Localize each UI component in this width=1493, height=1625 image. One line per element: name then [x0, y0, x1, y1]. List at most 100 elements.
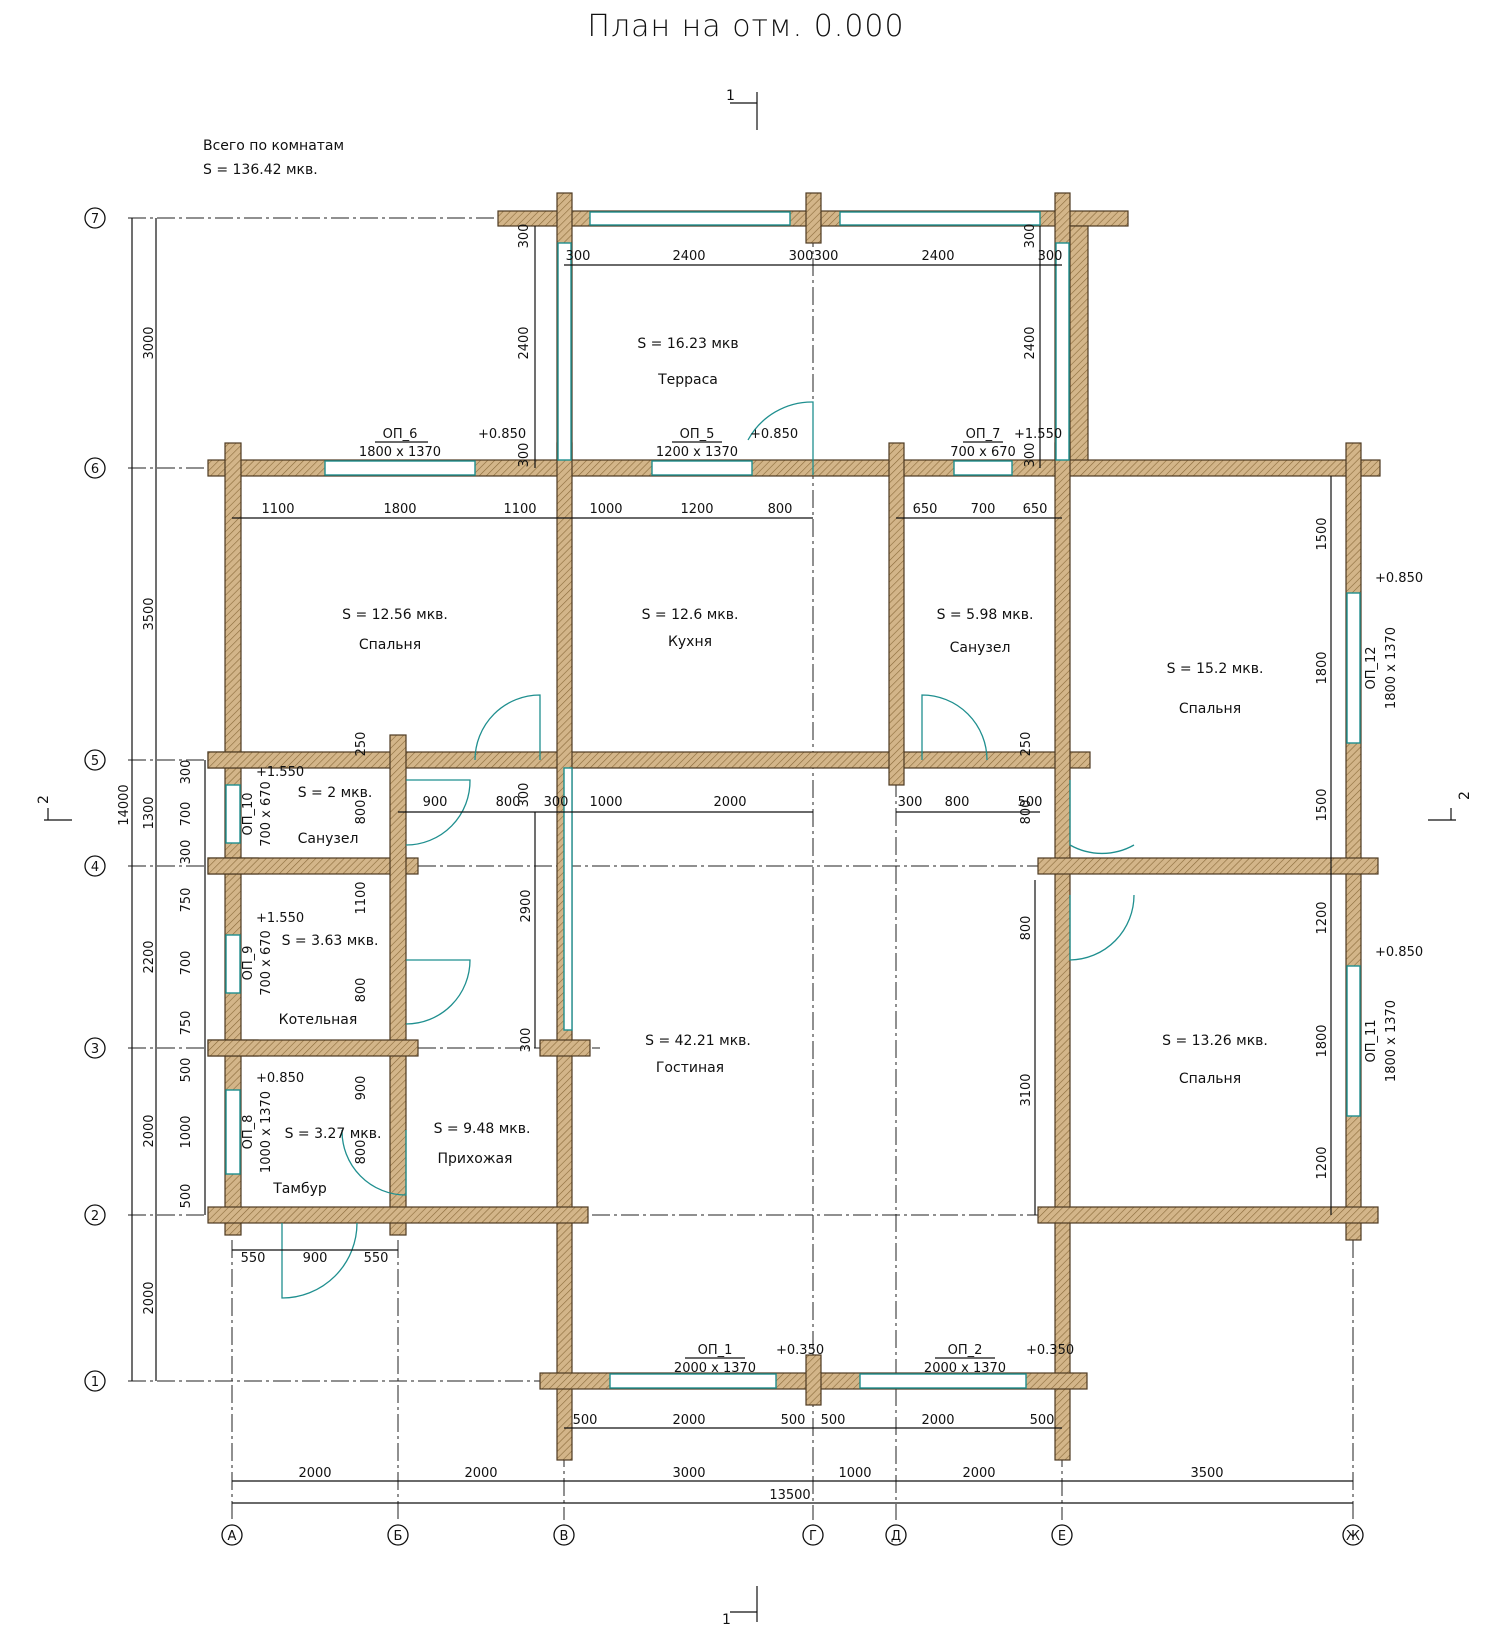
dim-misc: 800: [1019, 800, 1034, 825]
plan-title: План на отм. 0.000: [587, 9, 904, 44]
window-label-op1: ОП_1 2000 x 1370 +0.350: [674, 1343, 824, 1376]
window-label-op9: ОП_9 700 x 670 +1.550: [241, 911, 304, 996]
dim-misc: 3100: [1019, 1073, 1034, 1106]
svg-text:+1.550: +1.550: [1014, 427, 1062, 442]
svg-text:S = 9.48 мкв.: S = 9.48 мкв.: [434, 1121, 531, 1137]
dim-entry: 900: [303, 1251, 328, 1266]
svg-text:Гостиная: Гостиная: [656, 1060, 724, 1076]
dim-row6: 1100: [503, 502, 536, 517]
svg-text:1: 1: [722, 1612, 731, 1625]
svg-text:Б: Б: [394, 1529, 403, 1544]
svg-text:700 x 670: 700 x 670: [259, 781, 274, 847]
room-boiler: S = 3.63 мкв.Котельная: [279, 933, 379, 1028]
dim-bottom-axis: 1000: [838, 1466, 871, 1481]
dim-misc: 250: [354, 732, 369, 757]
dim-right-axis: 1500: [1315, 517, 1330, 550]
axis-bubble-4: 4: [84, 855, 106, 877]
dim-left-inner: 500: [179, 1184, 194, 1209]
dim-bottom-window: 2000: [921, 1413, 954, 1428]
dim-bottom-axis: 2000: [962, 1466, 995, 1481]
svg-text:S = 13.26 мкв.: S = 13.26 мкв.: [1162, 1033, 1268, 1049]
dim-row5: 2000: [713, 795, 746, 810]
dim-terrace: 300: [566, 249, 591, 264]
dim-left-inner: 750: [179, 888, 194, 913]
room-bathroom-2: S = 2 мкв.Санузел: [298, 785, 373, 847]
svg-text:+1.550: +1.550: [256, 911, 304, 926]
svg-text:2: 2: [91, 1209, 99, 1224]
doors: [281, 401, 1135, 1299]
svg-text:+1.550: +1.550: [256, 765, 304, 780]
axis-bubble-7: 7: [84, 207, 106, 229]
dim-right-axis: 1800: [1315, 1024, 1330, 1057]
dim-row6: 1800: [383, 502, 416, 517]
svg-text:Кухня: Кухня: [668, 634, 712, 650]
dim-terrace-side: 2400: [517, 326, 532, 359]
svg-text:ОП_11: ОП_11: [1364, 1019, 1379, 1062]
svg-text:В: В: [560, 1529, 569, 1544]
dim-right-axis: 1200: [1315, 1146, 1330, 1179]
dim-row6: 650: [913, 502, 938, 517]
window-label-op11: ОП_11 1800 x 1370 +0.850: [1364, 945, 1423, 1082]
dim-left-inner: 700: [179, 802, 194, 827]
dim-terrace-side: 300: [1023, 224, 1038, 249]
dim-misc: 300: [519, 1028, 534, 1053]
svg-text:S = 5.98 мкв.: S = 5.98 мкв.: [937, 607, 1034, 623]
svg-text:1200 x 1370: 1200 x 1370: [656, 445, 738, 460]
svg-text:Спальня: Спальня: [1179, 1071, 1241, 1087]
dim-left-inner: 300: [179, 760, 194, 785]
svg-text:Д: Д: [891, 1529, 901, 1544]
svg-text:S = 15.2 мкв.: S = 15.2 мкв.: [1167, 661, 1264, 677]
svg-text:А: А: [228, 1529, 237, 1544]
svg-text:ОП_5: ОП_5: [680, 427, 715, 442]
svg-text:5: 5: [91, 754, 99, 769]
svg-text:Санузел: Санузел: [298, 831, 359, 847]
window-label-op12: ОП_12 1800 x 1370 +0.850: [1364, 571, 1423, 709]
summary-label: Всего по комнатам: [203, 138, 344, 154]
dim-right-axis: 1200: [1315, 901, 1330, 934]
dim-bottom-window: 500: [781, 1413, 806, 1428]
dim-right-axis: 1800: [1315, 651, 1330, 684]
svg-text:+0.850: +0.850: [1375, 571, 1423, 586]
svg-text:700 x 670: 700 x 670: [259, 930, 274, 996]
svg-text:1: 1: [726, 88, 735, 104]
svg-text:2: 2: [1457, 791, 1473, 800]
room-bathroom-1: S = 5.98 мкв.Санузел: [937, 607, 1034, 656]
room-living: S = 42.21 мкв.Гостиная: [645, 1033, 751, 1076]
svg-text:2000 x 1370: 2000 x 1370: [674, 1361, 756, 1376]
dim-terrace-side: 300: [1023, 443, 1038, 468]
svg-text:+0.350: +0.350: [1026, 1343, 1074, 1358]
axis-bubble-6: 6: [84, 457, 106, 479]
svg-text:ОП_1: ОП_1: [698, 1343, 733, 1358]
dim-terrace: 300: [1038, 249, 1063, 264]
dim-row6: 1100: [261, 502, 294, 517]
axis-bubble-5: 5: [84, 749, 106, 771]
svg-text:+0.350: +0.350: [776, 1343, 824, 1358]
windows: [225, 211, 1361, 1389]
svg-text:4: 4: [91, 860, 99, 875]
axis-bubble-a: А: [221, 1524, 243, 1546]
dim-bottom-axis: 2000: [298, 1466, 331, 1481]
dim-terrace: 300: [789, 249, 814, 264]
dim-bottom-window: 2000: [672, 1413, 705, 1428]
svg-text:S = 3.63 мкв.: S = 3.63 мкв.: [282, 933, 379, 949]
svg-text:2: 2: [36, 795, 52, 804]
room-bedroom-3: S = 13.26 мкв. Спальня: [1162, 1033, 1268, 1087]
window-label-op2: ОП_2 2000 x 1370 +0.350: [924, 1343, 1074, 1376]
window-label-op8: ОП_8 1000 x 1370 +0.850: [241, 1071, 304, 1173]
svg-text:1000 x 1370: 1000 x 1370: [259, 1091, 274, 1173]
svg-text:ОП_8: ОП_8: [241, 1115, 256, 1150]
dim-terrace-side: 2400: [1023, 326, 1038, 359]
svg-text:Спальня: Спальня: [1179, 701, 1241, 717]
dimension-lines: [131, 218, 1353, 1504]
summary-area: S = 136.42 мкв.: [203, 162, 318, 178]
axis-bubble-zh: Ж: [1342, 1524, 1364, 1546]
svg-text:ОП_6: ОП_6: [383, 427, 418, 442]
svg-text:6: 6: [91, 462, 99, 477]
dim-row6: 1000: [589, 502, 622, 517]
dim-row5: 500: [1018, 795, 1043, 810]
svg-text:Г: Г: [809, 1529, 817, 1544]
svg-text:+0.850: +0.850: [750, 427, 798, 442]
room-vestibule: S = 3.27 мкв.Тамбур: [272, 1126, 381, 1197]
svg-text:Спальня: Спальня: [359, 637, 421, 653]
